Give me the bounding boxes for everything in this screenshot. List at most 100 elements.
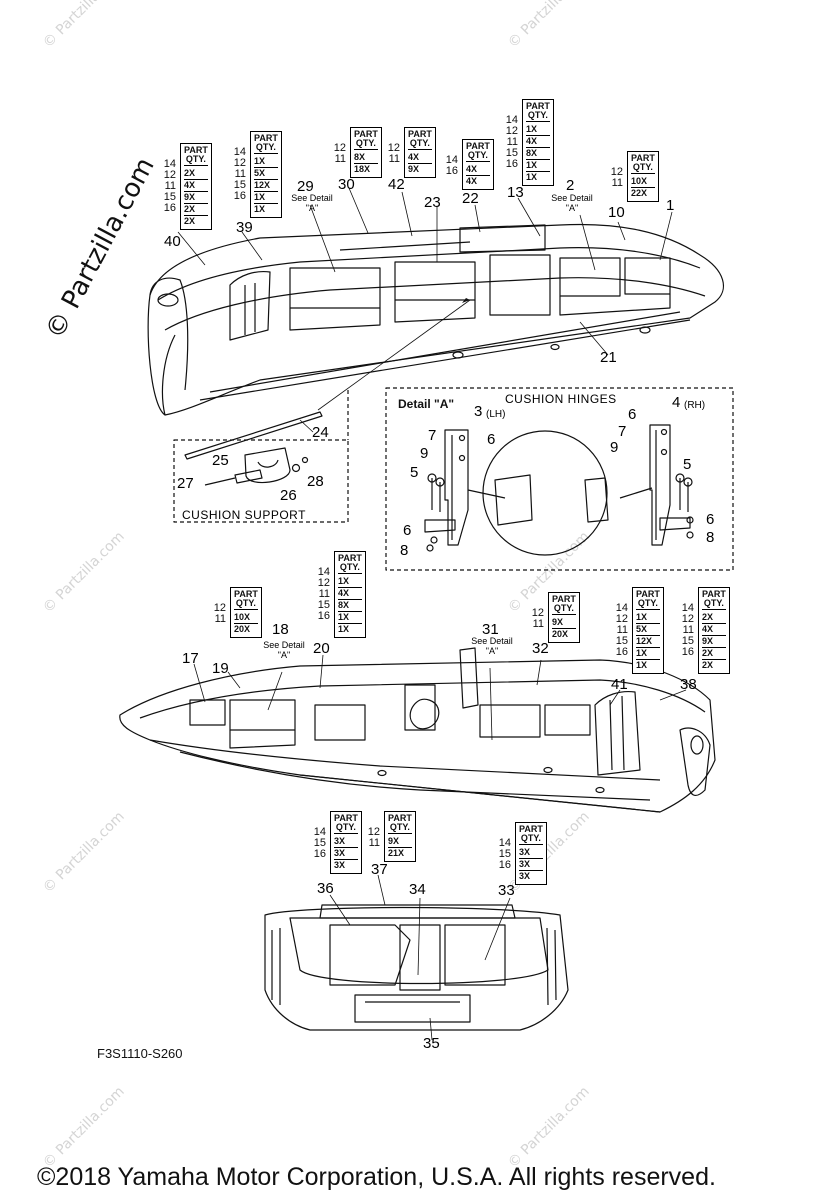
qty-value: 5X xyxy=(636,624,660,636)
qty-part-number: 15 xyxy=(233,179,246,191)
qty-part-number: 12 xyxy=(505,125,518,137)
qty-part-number: 12 xyxy=(163,169,176,181)
qty-value: 3X xyxy=(334,860,346,870)
callout-37: 37 xyxy=(371,861,388,878)
qty-value: 12X xyxy=(636,636,660,648)
qty-value: 4X xyxy=(526,136,550,148)
callout-4: 4 xyxy=(672,394,681,411)
qty-part-number: 14 xyxy=(681,602,694,614)
callout-5: 5 xyxy=(683,456,692,473)
callout-23: 23 xyxy=(424,194,441,211)
callout-7: 7 xyxy=(428,427,437,444)
callout-33: 33 xyxy=(498,882,515,899)
callout-3-suffix: (LH) xyxy=(486,409,506,420)
cushion-hinges-label: CUSHION HINGES xyxy=(505,392,617,406)
qty-value: 22X xyxy=(631,188,648,198)
qty-value: 2X xyxy=(184,168,208,180)
callout-7: 7 xyxy=(618,423,627,440)
qty-value: 20X xyxy=(234,624,251,634)
qty-part-number: 11 xyxy=(611,177,623,189)
callout-39: 39 xyxy=(236,219,253,236)
callout-6: 6 xyxy=(706,511,715,528)
qty-part-number: 11 xyxy=(368,837,380,849)
qty-value: 3X xyxy=(334,836,358,848)
qty-value: 2X xyxy=(184,216,196,226)
callout-9: 9 xyxy=(420,445,429,462)
qty-part-number: 12 xyxy=(317,577,330,589)
qty-value: 3X xyxy=(519,871,531,881)
qty-part-number: 12 xyxy=(333,142,346,154)
callout-36: 36 xyxy=(317,880,334,897)
qty-part-number: 11 xyxy=(682,624,694,636)
qty-value: 1X xyxy=(636,648,660,660)
qty-value: 1X xyxy=(338,612,362,624)
qty-part-number: 16 xyxy=(233,190,246,202)
qty-value: 1X xyxy=(636,660,648,670)
qty-value: 9X xyxy=(184,192,208,204)
qty-value: 5X xyxy=(254,168,278,180)
callout-6: 6 xyxy=(487,431,496,448)
qty-part-number: 15 xyxy=(505,147,518,159)
callout-40: 40 xyxy=(164,233,181,250)
callout-2: 2 xyxy=(566,177,575,194)
qty-part-number: 16 xyxy=(505,158,518,170)
qty-part-number: 12 xyxy=(610,166,623,178)
qty-part-number: 11 xyxy=(616,624,628,636)
callout-38: 38 xyxy=(680,676,697,693)
qty-value: 3X xyxy=(519,859,543,871)
qty-value: 3X xyxy=(334,848,358,860)
callout-31: 31 xyxy=(482,621,499,638)
qty-part-number: 15 xyxy=(317,599,330,611)
qty-value: 1X xyxy=(526,160,550,172)
qty-value: 3X xyxy=(519,847,543,859)
qty-part-number: 12 xyxy=(367,826,380,838)
qty-part-number: 16 xyxy=(615,646,628,658)
qty-value: 4X xyxy=(338,588,362,600)
qty-value: 4X xyxy=(184,180,208,192)
qty-part-number: 11 xyxy=(234,168,246,180)
qty-value: 2X xyxy=(702,612,726,624)
qty-value: 4X xyxy=(408,152,432,164)
see-detail-note: See Detail "A" xyxy=(551,193,593,213)
qty-value: 9X xyxy=(408,164,420,174)
qty-part-number: 14 xyxy=(163,158,176,170)
qty-value: 10X xyxy=(234,612,258,624)
qty-value: 18X xyxy=(354,164,371,174)
qty-value: 4X xyxy=(466,176,478,186)
callout-8: 8 xyxy=(400,542,409,559)
drawing-code: F3S1110-S260 xyxy=(97,1046,183,1061)
